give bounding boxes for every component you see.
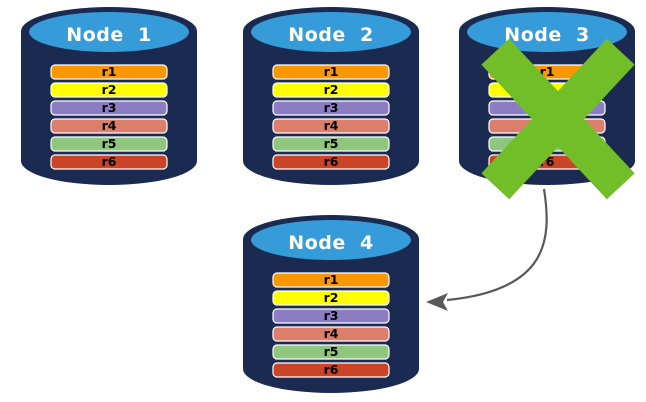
replica-bar-r2 bbox=[272, 82, 390, 98]
replica-bar-label: r6 bbox=[324, 362, 339, 377]
node-1: Node 1 r1 r2 r3 r4 r5 r6 bbox=[21, 7, 197, 185]
replica-bar-r2 bbox=[50, 82, 168, 98]
replica-bar-label: r2 bbox=[102, 82, 117, 97]
redistribution-arrow bbox=[426, 188, 548, 311]
replica-bar-r3 bbox=[50, 100, 168, 116]
node-2: Node 2 r1 r2 r3 r4 r5 r6 bbox=[243, 7, 419, 185]
replica-bar-label: r2 bbox=[324, 290, 339, 305]
replica-bar-r3 bbox=[272, 100, 390, 116]
cylinder-cap bbox=[29, 12, 189, 52]
replica-bar-r4 bbox=[272, 326, 390, 342]
replica-bar-r4 bbox=[272, 118, 390, 134]
replica-bar-r1 bbox=[272, 272, 390, 288]
node-label: Node 3 bbox=[504, 24, 589, 46]
replica-bar-label: r2 bbox=[324, 82, 339, 97]
replica-bar-r5 bbox=[272, 344, 390, 360]
replica-bar-r5 bbox=[272, 136, 390, 152]
replica-bar-label: r6 bbox=[324, 154, 339, 169]
replica-rows: r1 r2 r3 r4 r5 r6 bbox=[50, 64, 168, 170]
node-4: Node 4 r1 r2 r3 r4 r5 r6 bbox=[243, 215, 419, 393]
replica-bar-label: r4 bbox=[324, 118, 339, 133]
failure-x-icon bbox=[481, 38, 635, 200]
replica-bar-label: r1 bbox=[324, 272, 339, 287]
x-stroke bbox=[481, 38, 635, 200]
arrow-curve bbox=[446, 188, 548, 302]
replica-rows: r1 r2 r3 r4 r5 r6 bbox=[272, 64, 390, 170]
replica-bar-r4 bbox=[50, 118, 168, 134]
replica-bar-r5 bbox=[50, 136, 168, 152]
cylinder-cap bbox=[251, 220, 411, 260]
replica-bar-r2 bbox=[272, 290, 390, 306]
replica-bar-label: r5 bbox=[324, 344, 339, 359]
arrow-head-icon bbox=[426, 293, 448, 311]
replica-bar-label: r4 bbox=[102, 118, 117, 133]
node-label: Node 2 bbox=[288, 24, 373, 46]
replica-bar-label: r3 bbox=[102, 100, 117, 115]
replica-bar-label: r3 bbox=[324, 100, 339, 115]
replica-bar-r6 bbox=[50, 154, 168, 170]
replica-bar-label: r5 bbox=[324, 136, 339, 151]
replica-bar-label: r3 bbox=[324, 308, 339, 323]
replica-bar-r1 bbox=[272, 64, 390, 80]
replica-bar-r1 bbox=[50, 64, 168, 80]
cylinder-cap bbox=[251, 12, 411, 52]
replica-bar-label: r1 bbox=[324, 64, 339, 79]
replica-bar-r3 bbox=[272, 308, 390, 324]
replica-bar-r6 bbox=[272, 154, 390, 170]
replica-bar-label: r5 bbox=[102, 136, 117, 151]
node-label: Node 1 bbox=[66, 24, 151, 46]
replica-bar-r6 bbox=[272, 362, 390, 378]
replica-bar-label: r4 bbox=[324, 326, 339, 341]
replica-bar-label: r6 bbox=[102, 154, 117, 169]
node-3: Node 3 r1 r2 r3 r4 r5 r6 bbox=[459, 7, 635, 200]
replica-rows: r1 r2 r3 r4 r5 r6 bbox=[272, 272, 390, 378]
node-label: Node 4 bbox=[288, 232, 373, 254]
replica-bar-label: r1 bbox=[102, 64, 117, 79]
replica-bar-label: r1 bbox=[540, 64, 555, 79]
